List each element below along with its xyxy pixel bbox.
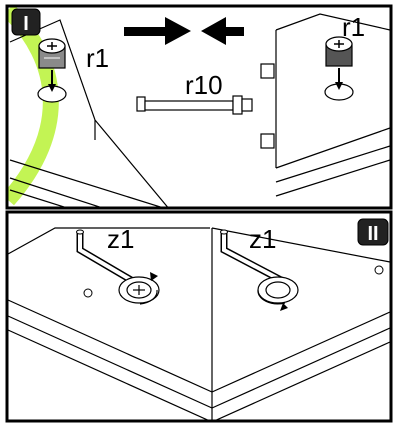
push-together-arrows	[124, 17, 244, 45]
step-2-border	[7, 212, 391, 421]
step-1-number: I	[23, 13, 29, 35]
step-2-number: II	[367, 223, 378, 245]
part-label-r10: r10	[185, 70, 223, 100]
step-badge-1: I	[12, 9, 40, 35]
right-board	[261, 14, 390, 196]
step-2-panel: z1 z1 II	[8, 219, 390, 422]
tool-label-z1-left: z1	[107, 224, 134, 254]
part-label-r1-right: r1	[342, 12, 365, 42]
step-1-panel: r1 r10	[8, 9, 390, 212]
arrow-right-icon	[124, 17, 191, 45]
cabinet-corner	[8, 228, 390, 422]
tool-label-z1-right: z1	[249, 224, 276, 254]
cam-lock-right-icon	[325, 37, 353, 100]
watermark-arc	[8, 10, 51, 200]
step-badge-2: II	[358, 219, 388, 245]
part-label-r1-left: r1	[86, 43, 109, 73]
arrow-left-icon	[201, 17, 244, 45]
